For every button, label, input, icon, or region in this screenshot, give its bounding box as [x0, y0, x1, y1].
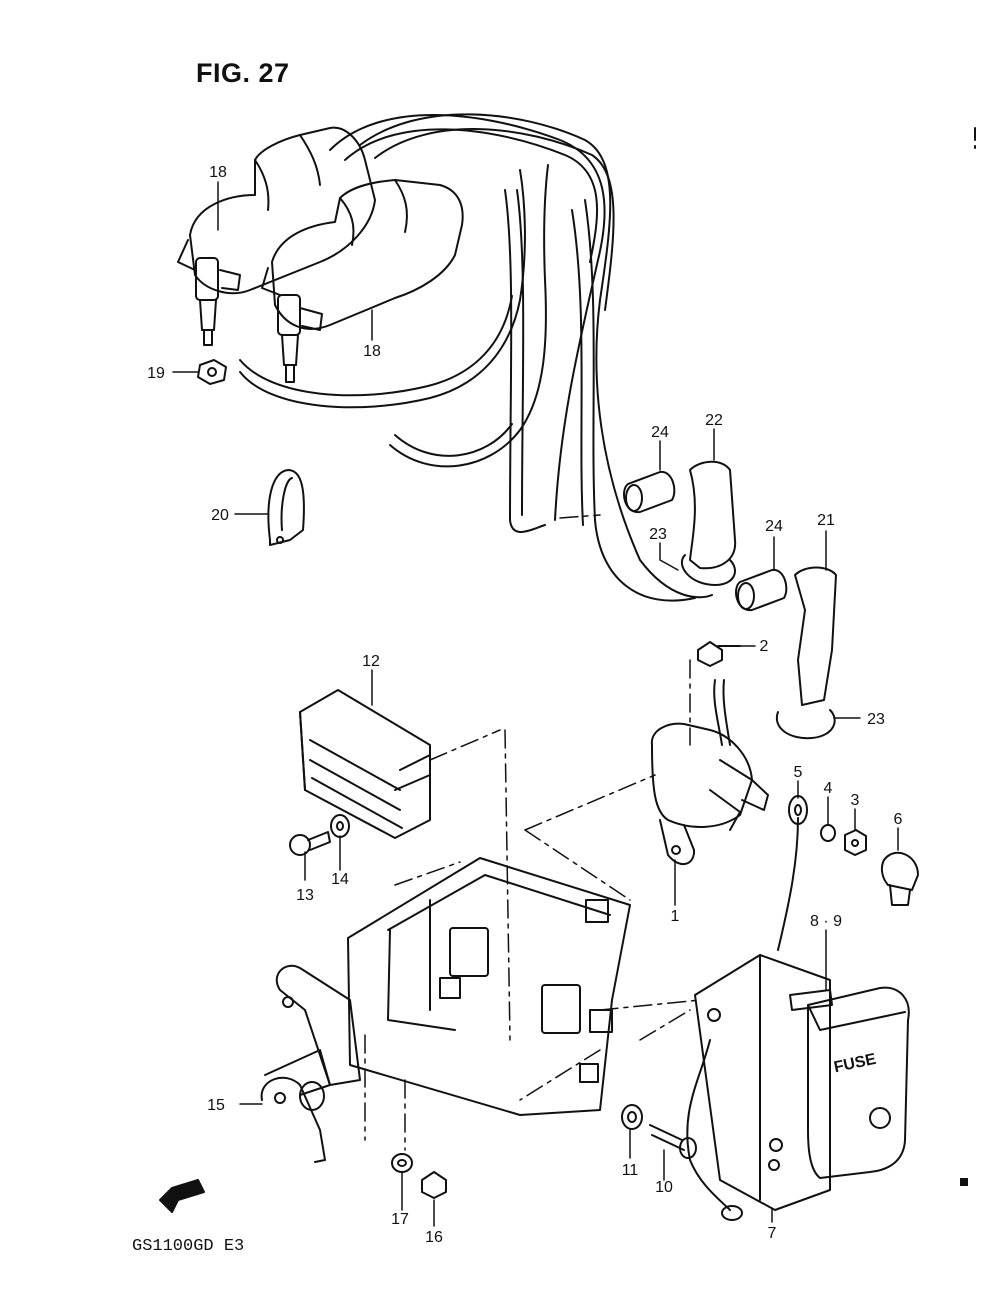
- starter-relay: [650, 679, 769, 865]
- label-12: 12: [362, 653, 380, 670]
- label-19: 19: [147, 365, 165, 382]
- label-8-9: 8 · 9: [810, 913, 842, 930]
- label-18b: 18: [363, 343, 381, 360]
- label-18a: 18: [209, 164, 227, 181]
- washer-11: [621, 1104, 643, 1130]
- label-11: 11: [622, 1162, 639, 1179]
- plug-cap-21: [775, 566, 837, 740]
- leader-lines: [172, 181, 899, 1227]
- ignition-coil-front: [261, 179, 464, 383]
- regulator-12: [299, 689, 431, 839]
- part-number-labels: 18 18 19 20 24 22 23 24 21 23 2 12 13 14…: [147, 164, 902, 1246]
- cover-24b: [735, 568, 788, 612]
- label-22: 22: [705, 412, 723, 429]
- label-1: 1: [671, 908, 680, 925]
- label-21: 21: [817, 512, 835, 529]
- label-3: 3: [851, 792, 860, 809]
- label-14: 14: [331, 871, 349, 888]
- screw-13: [289, 831, 331, 856]
- plug-cap-22: [680, 460, 737, 586]
- label-23a: 23: [649, 526, 667, 543]
- nut-3: [844, 829, 867, 856]
- washer-14: [330, 814, 350, 838]
- label-20: 20: [211, 507, 229, 524]
- label-10: 10: [655, 1179, 673, 1196]
- high-tension-leads: [239, 113, 713, 602]
- bolt-16: [421, 1171, 447, 1199]
- label-7: 7: [768, 1225, 777, 1242]
- label-2: 2: [760, 638, 769, 655]
- label-24b: 24: [765, 518, 783, 535]
- fuse-cover-label: FUSE: [832, 1051, 878, 1077]
- fwd-arrow: [159, 1179, 205, 1213]
- label-17: 17: [391, 1211, 409, 1228]
- ignition-coil-rear: [177, 126, 376, 346]
- label-23b: 23: [867, 711, 885, 728]
- cap-6: [880, 851, 919, 906]
- washer-4: [820, 824, 836, 842]
- ground-lead-5: [777, 795, 808, 951]
- nut-19: [197, 359, 227, 385]
- label-5: 5: [794, 764, 803, 781]
- label-24a: 24: [651, 424, 669, 441]
- label-16: 16: [425, 1229, 443, 1246]
- figure-title: FIG. 27: [196, 58, 290, 88]
- label-15: 15: [207, 1097, 225, 1114]
- guide-lines: [364, 514, 701, 1151]
- cover-24a: [623, 470, 676, 514]
- fuse-box-wires: [686, 1039, 743, 1221]
- screw-10: [649, 1124, 697, 1159]
- clamp-20: [267, 469, 305, 546]
- screw-2: [697, 641, 741, 667]
- label-13: 13: [296, 887, 314, 904]
- washer-17: [391, 1153, 413, 1173]
- label-4: 4: [824, 780, 833, 797]
- fuse-box: [694, 954, 910, 1211]
- model-code: GS1100GD E3: [132, 1237, 245, 1256]
- bracket-plate: [260, 857, 631, 1163]
- margin-mark: [960, 1178, 968, 1186]
- label-6: 6: [894, 811, 903, 828]
